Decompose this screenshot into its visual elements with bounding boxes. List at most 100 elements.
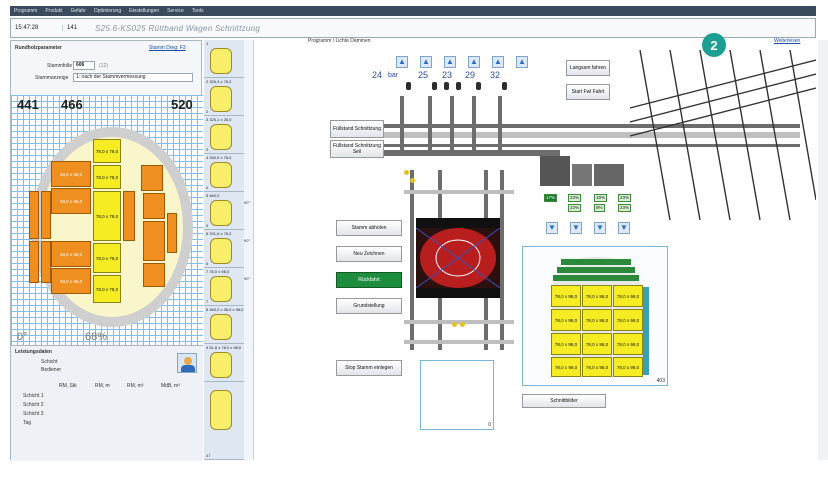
shift-label: Schicht [41, 359, 58, 365]
stammfolge-input[interactable]: 606 [73, 61, 95, 70]
stack-slot-10[interactable]: 47 [204, 382, 244, 460]
machine-column [428, 96, 432, 156]
board-stack-icon [210, 86, 232, 112]
slow-drive-button[interactable]: Langsam fahren [566, 60, 610, 76]
program-box-label: Programm / Lichte Dämmen [308, 38, 371, 44]
fetch-log-button[interactable]: Stamm abholen [336, 220, 402, 236]
side-board-7 [143, 193, 165, 219]
home-position-button[interactable]: Grundstellung [336, 298, 402, 314]
conveyor-rail [380, 132, 800, 138]
top-board-strip [557, 267, 635, 273]
side-board-1 [29, 191, 39, 239]
top-value-1: 441 [17, 97, 39, 112]
row-shift-2: Schicht 2 [23, 402, 44, 408]
stack-slot-1[interactable]: 1 [204, 40, 244, 78]
stack-slot-9[interactable]: 9 51,6 x 78,0 x 98,0 [204, 344, 244, 382]
stop-insert-log-button[interactable]: Stop Stamm einlegen [336, 360, 402, 376]
right-toolbar [818, 40, 828, 460]
board-stack-icon [210, 238, 232, 264]
side-board-6 [141, 165, 163, 191]
menu-bar: Programm Produkt Gefahr Optimierung Eins… [10, 6, 816, 16]
menu-item-tools[interactable]: Tools [191, 8, 204, 14]
log-id: 141 [67, 25, 78, 31]
menu-item-programm[interactable]: Programm [14, 8, 38, 14]
grid-board: 78,0 x 98,0 [551, 309, 581, 331]
stack-slot-8[interactable]: 8 460,0 x 38,0 x 98,0 [204, 306, 244, 344]
field1-extra: (12) [99, 63, 108, 69]
performance-header: Leistungsdaten [15, 349, 52, 355]
board-orange-4: 38,0 x 98,0 [51, 268, 91, 294]
arrow-up-icon[interactable]: ▲ [492, 56, 504, 68]
menu-item-einstellungen[interactable]: Einstellungen [129, 8, 160, 14]
operator-label: Bediener [41, 367, 62, 373]
frame-beam [404, 340, 514, 344]
fill-pct-3: 18% [594, 194, 608, 202]
arrow-up-icon[interactable]: ▲ [396, 56, 408, 68]
grid-board: 78,0 x 98,0 [551, 357, 581, 377]
menu-item-produkt[interactable]: Produkt [45, 8, 63, 14]
board-stack-icon [210, 124, 232, 150]
arrow-down-icon[interactable]: ▼ [594, 222, 606, 234]
value-23: 23 [442, 70, 453, 80]
board-yellow-3: 78,0 x 78,0 [93, 191, 121, 241]
fill-level-rope-button[interactable]: Füllstand Schnittzung Seil [330, 140, 384, 158]
start-drive-button[interactable]: Start Fwl Fahrt [566, 84, 610, 100]
arrow-down-icon[interactable]: ▼ [546, 222, 558, 234]
field2-label: Stammanzeige [35, 75, 69, 81]
value-bar: bar [388, 72, 399, 79]
rotate-90-c[interactable]: 90° [244, 276, 251, 281]
side-board-3 [41, 241, 51, 283]
board-stack-icon [210, 48, 232, 74]
more-link[interactable]: Weiterlesen [774, 38, 801, 44]
chipper-unit [540, 156, 570, 186]
cut-patterns-button[interactable]: Schnittbilder [522, 394, 606, 408]
signal-light-icon [502, 82, 507, 90]
grid-board: 78,0 x 98,0 [582, 357, 612, 377]
fill-pct-6: 9% [594, 204, 605, 212]
arrow-up-icon[interactable]: ▲ [420, 56, 432, 68]
user-icon[interactable] [177, 353, 197, 373]
arrow-down-icon[interactable]: ▼ [618, 222, 630, 234]
board-yellow-2: 78,0 x 78,0 [93, 165, 121, 189]
board-orange-1: 38,0 x 98,0 [51, 161, 91, 187]
board-stack-icon [210, 162, 232, 188]
menu-item-gefahr[interactable]: Gefahr [70, 8, 86, 14]
stammanzeige-select[interactable]: 1: nach der Stammvermessung [73, 73, 193, 82]
lower-bin: 0 [420, 360, 494, 430]
stamm-link[interactable]: Stamm Dreg: F3 [149, 45, 186, 51]
arrow-up-icon[interactable]: ▲ [516, 56, 528, 68]
arrow-up-icon[interactable]: ▲ [468, 56, 480, 68]
board-yellow-1: 78,0 x 78,0 [93, 139, 121, 163]
log-3d-view [415, 218, 501, 298]
side-board-4 [29, 241, 39, 283]
motor-unit [572, 164, 592, 186]
bottom-angle: 0° [17, 331, 28, 343]
redraw-button[interactable]: Neu Zeichnen [336, 246, 402, 262]
col-mdb-m3: MdB, m³ [161, 383, 180, 389]
sensor-dot [404, 170, 409, 175]
rotate-90-a[interactable]: 90° [244, 200, 251, 205]
board-output-box: 78,0 x 98,0 78,0 x 98,0 78,0 x 98,0 78,0… [522, 246, 668, 386]
return-drive-button[interactable]: Rückfahrt [336, 272, 402, 288]
menu-item-service[interactable]: Service [167, 8, 184, 14]
rotate-90-b[interactable]: 90° [244, 238, 251, 243]
bottom-percent: 68% [85, 331, 108, 343]
conveyor-rail [380, 124, 800, 128]
saw-unit [380, 150, 560, 156]
sensor-dot [460, 322, 465, 327]
arrow-down-icon[interactable]: ▼ [570, 222, 582, 234]
grid-board: 78,0 x 98,0 [613, 357, 643, 377]
menu-item-optimierung[interactable]: Optimierung [93, 8, 122, 14]
fill-level-button[interactable]: Füllstand Schnittzung [330, 120, 384, 138]
signal-light-icon [456, 82, 461, 90]
arrow-up-icon[interactable]: ▲ [444, 56, 456, 68]
top-board-strip [561, 259, 631, 265]
conveyor-rail [380, 144, 800, 147]
fill-pct-7: 23% [618, 204, 632, 212]
